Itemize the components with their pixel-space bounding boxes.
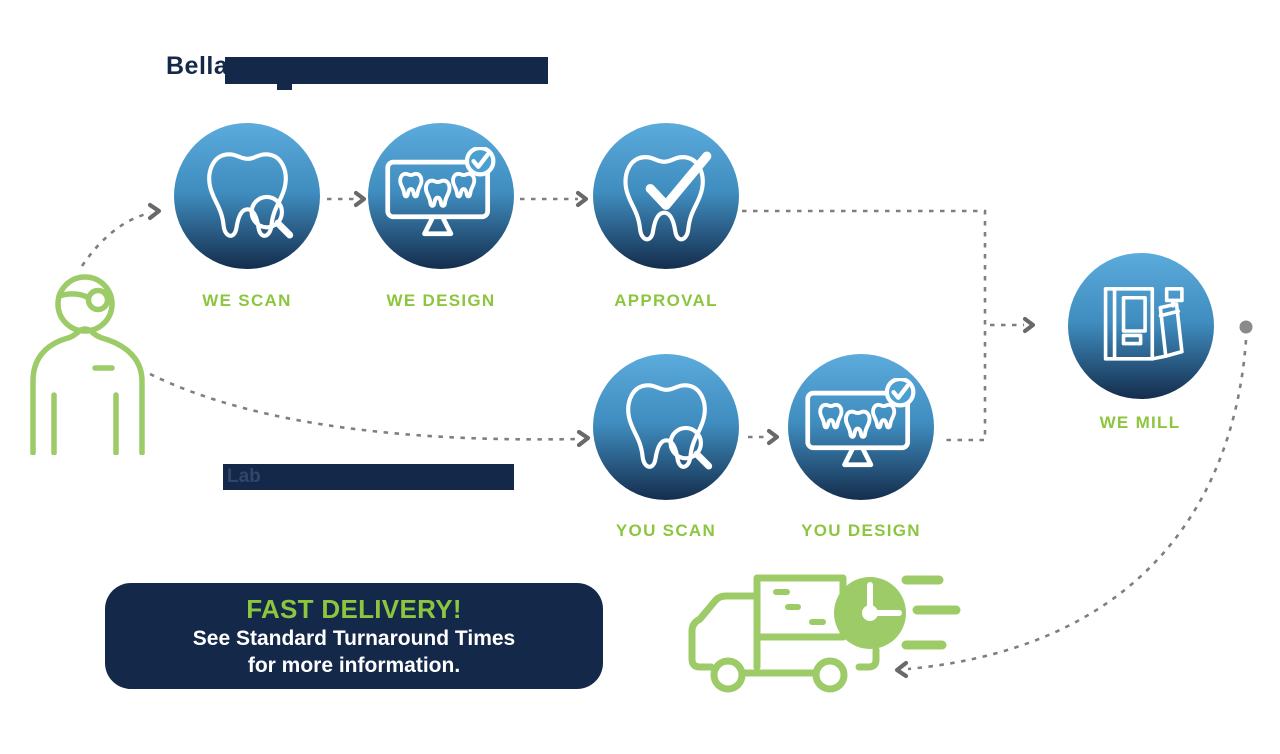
truck-cab — [688, 592, 761, 671]
step-label-we-mill: WE MILL — [1099, 413, 1181, 432]
monitor-teeth-check-icon — [382, 146, 500, 246]
person-body — [30, 326, 145, 455]
step-label-approval: APPROVAL — [614, 291, 718, 310]
arrowhead — [353, 190, 367, 208]
banner-line2: for more information. — [247, 653, 461, 677]
arrowhead — [766, 428, 780, 446]
banner-line1: See Standard Turnaround Times — [192, 627, 516, 651]
redacted-secondary-text: Lab — [227, 466, 261, 487]
tooth-magnifier-icon — [620, 377, 713, 478]
delivery-truck-clock-icon — [678, 560, 963, 695]
redacted-secondary-bar — [223, 464, 514, 490]
milling-machine-icon — [1091, 278, 1192, 375]
step-label-we-scan: WE SCAN — [202, 291, 292, 310]
head-mirror-band — [56, 291, 92, 301]
banner-title: FAST DELIVERY! — [246, 594, 462, 625]
monitor-teeth-check-icon — [802, 377, 920, 477]
truck-wheel-front — [710, 657, 746, 693]
step-label-you-scan: YOU SCAN — [615, 521, 717, 540]
arrowhead — [575, 190, 589, 208]
head-mirror-icon — [85, 287, 111, 313]
step-circle-approval — [593, 123, 739, 269]
arrowhead — [1022, 316, 1036, 334]
arrowhead — [147, 202, 162, 221]
redacted-brand-bar — [225, 57, 548, 84]
flow-end-dot — [1239, 320, 1253, 334]
step-circle-you-design — [788, 354, 934, 500]
redacted-brand-bar-notch — [277, 84, 292, 90]
step-label-you-design: YOU DESIGN — [801, 521, 921, 540]
tooth-checkmark-icon — [616, 145, 716, 247]
step-label-we-design: WE DESIGN — [386, 291, 496, 310]
tooth-magnifier-icon — [201, 146, 294, 247]
arrowhead — [576, 429, 591, 448]
step-circle-we-mill — [1068, 253, 1214, 399]
step-circle-we-scan — [174, 123, 320, 269]
step-circle-we-design — [368, 123, 514, 269]
arrow-person-to-you-scan — [149, 372, 579, 441]
truck-wheel-rear — [812, 657, 848, 693]
step-circle-you-scan — [593, 354, 739, 500]
fast-delivery-banner: FAST DELIVERY! See Standard Turnaround T… — [105, 583, 603, 689]
brand-text: Bella — [166, 52, 229, 80]
dentist-person-icon — [28, 253, 153, 455]
